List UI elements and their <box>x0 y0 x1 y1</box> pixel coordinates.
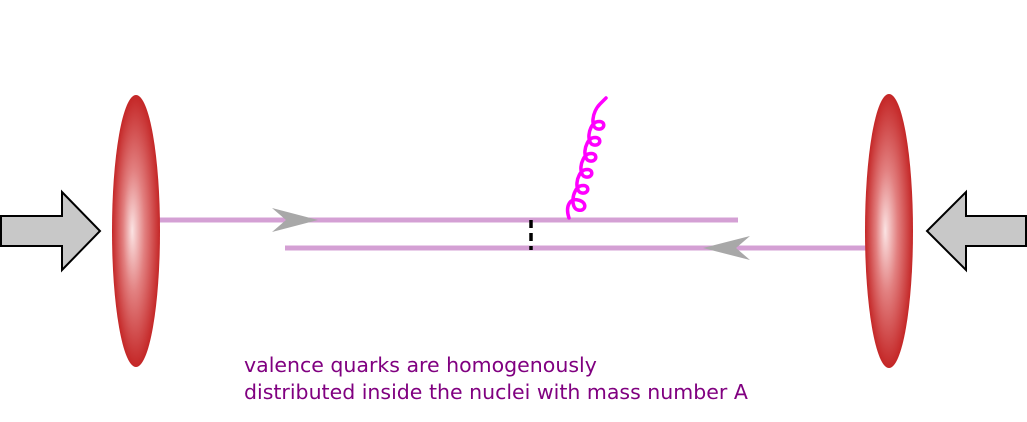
left-nucleus <box>112 95 160 367</box>
right-nucleus <box>865 94 913 368</box>
caption: valence quarks are homogenously distribu… <box>244 352 748 406</box>
left-beam-arrow-icon <box>0 189 102 273</box>
caption-line-1: valence quarks are homogenously <box>244 353 597 377</box>
lower-line-arrowhead-icon <box>703 236 750 260</box>
right-beam-arrow-icon <box>925 189 1027 273</box>
caption-line-2: distributed inside the nuclei with mass … <box>244 380 748 404</box>
upper-line-arrowhead-icon <box>272 208 318 232</box>
gluon-icon <box>565 96 608 220</box>
